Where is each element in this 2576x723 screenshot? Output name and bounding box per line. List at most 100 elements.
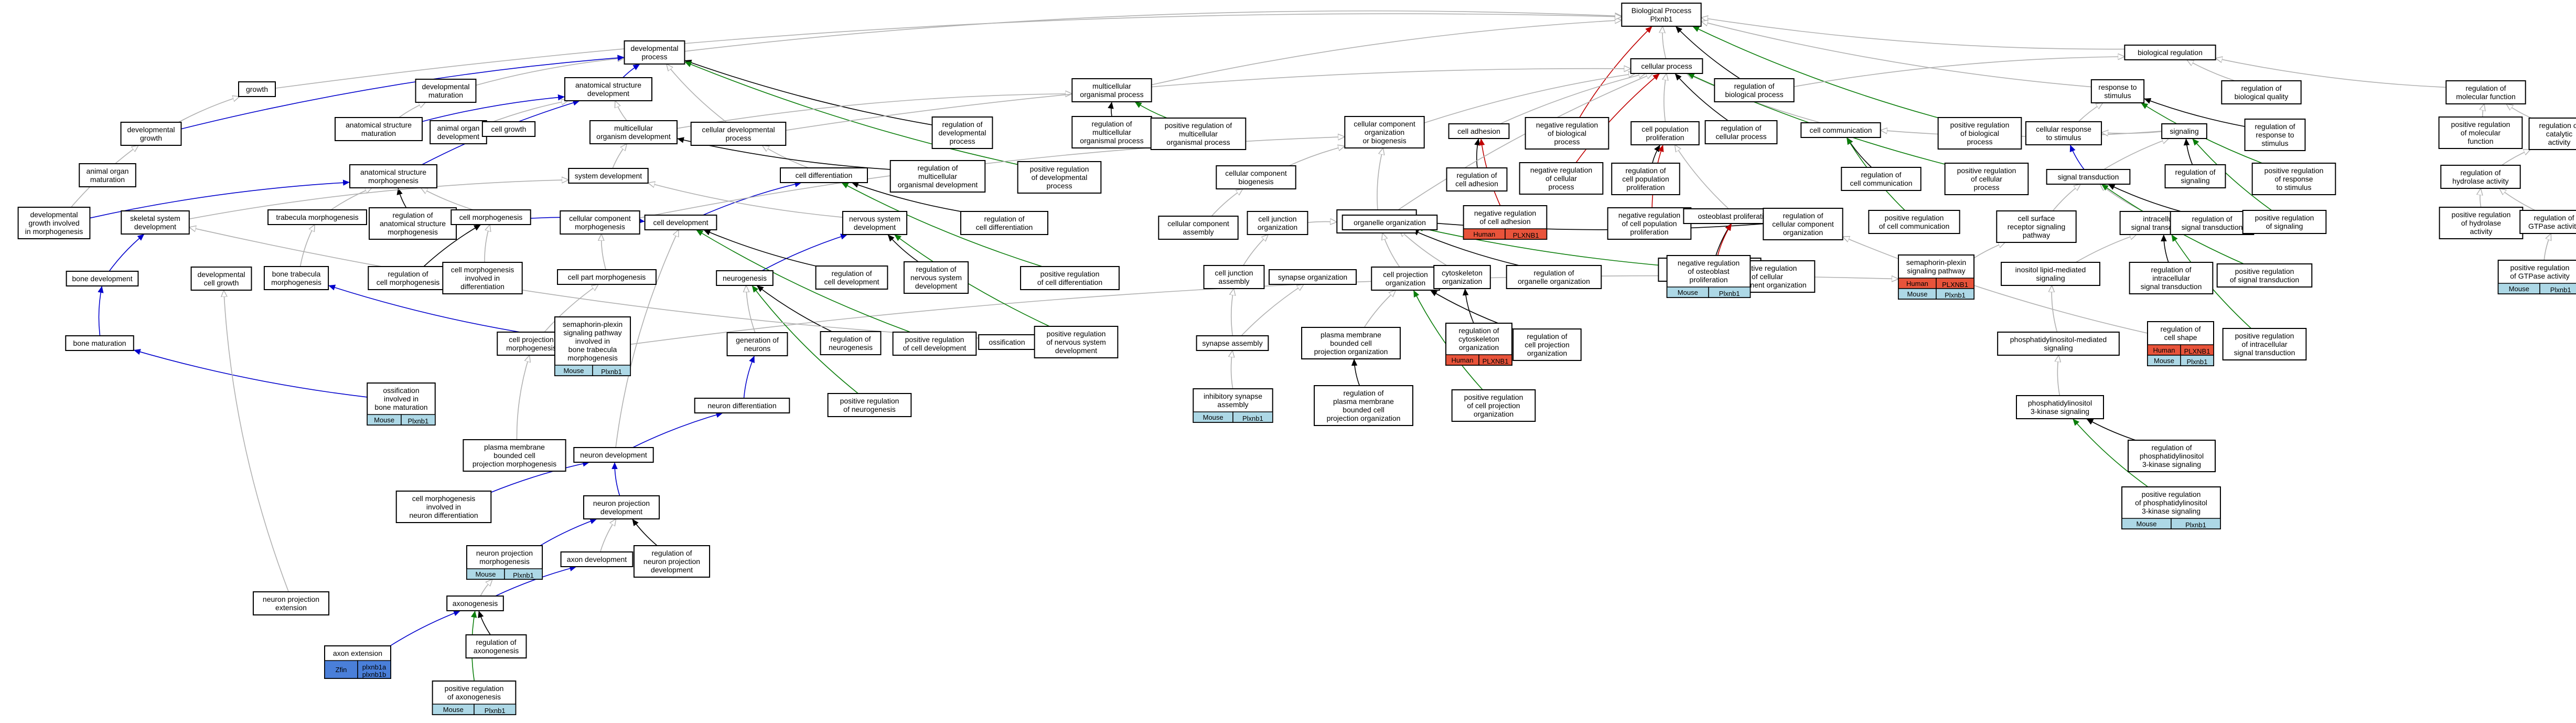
go-term-node[interactable]: neuron differentiation: [694, 398, 790, 413]
go-term-node[interactable]: organelle organization: [1341, 215, 1438, 230]
go-term-node[interactable]: synapse assembly: [1196, 335, 1269, 351]
go-term-node[interactable]: signal transduction: [2046, 169, 2131, 185]
go-term-node[interactable]: synapse organization: [1269, 269, 1357, 285]
go-term-node[interactable]: system development: [568, 168, 649, 184]
go-term-node[interactable]: growth: [238, 81, 276, 97]
go-term-node[interactable]: axonogenesis: [446, 596, 504, 611]
go-term-node[interactable]: cellular process: [1630, 58, 1703, 74]
go-term-node[interactable]: signaling: [2161, 123, 2207, 139]
go-term-node[interactable]: cell differentiation: [780, 167, 868, 183]
go-term-node[interactable]: cell growth: [481, 121, 536, 137]
go-term-node[interactable]: trabecula morphogenesis: [267, 209, 367, 225]
go-term-node[interactable]: cell part morphogenesis: [557, 269, 657, 285]
go-term-node[interactable]: cell morphogenesis: [450, 209, 531, 225]
go-term-node[interactable]: cell communication: [1800, 122, 1881, 138]
go-term-node[interactable]: bone development: [66, 271, 139, 286]
go-term-node[interactable]: regulation ofphosphatidylinositol3-kinas…: [2128, 440, 2216, 472]
go-term-node[interactable]: cell adhesion: [1448, 123, 1510, 139]
go-term-node[interactable]: cell development: [644, 215, 717, 230]
go-term-node[interactable]: regulation ofcytoskeletonorganizationHum…: [1445, 323, 1512, 366]
go-term-node[interactable]: ossification: [978, 334, 1036, 350]
go-term-node[interactable]: neuron development: [573, 447, 654, 463]
go-term-node[interactable]: positive regulation ofmulticellularorgan…: [1150, 118, 1247, 150]
